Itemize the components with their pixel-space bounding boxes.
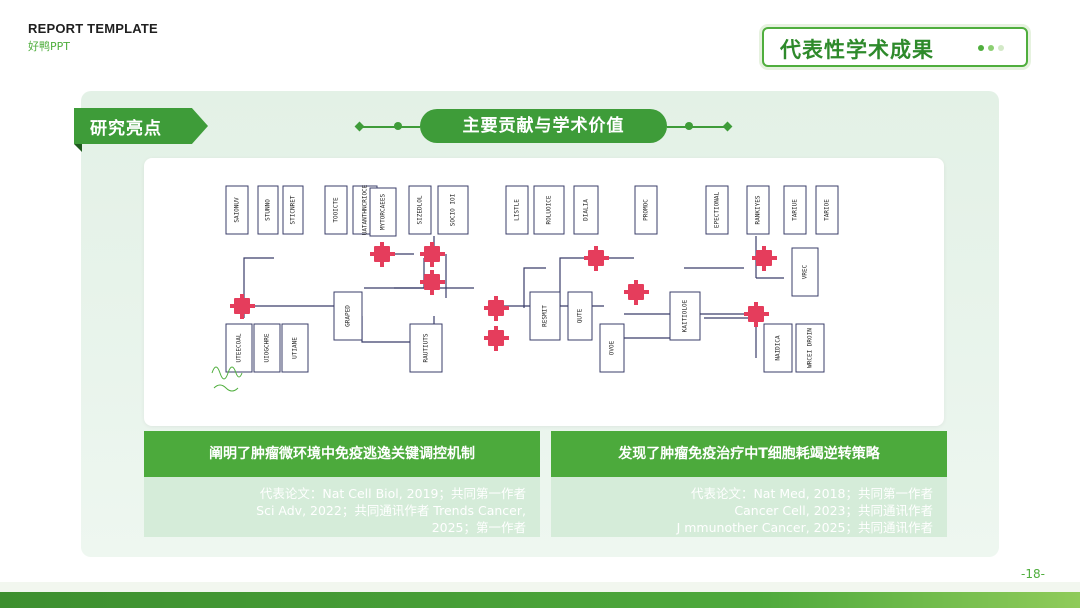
diagram-junction-marker (370, 242, 395, 267)
diagram-node-label: PROMOC (643, 199, 650, 221)
section-tag-label: 研究亮点 (90, 119, 162, 139)
diagram-node-label: ROLUOICE (546, 195, 553, 224)
report-title: REPORT TEMPLATE (28, 21, 158, 36)
diagram-node-label: RANKIYES (755, 195, 762, 224)
diagram-node-label: EPECTIONAL (714, 192, 721, 229)
diagram-node-label: RESMIT (542, 305, 549, 327)
card-1-body: 代表论文：Nat Cell Biol, 2019；共同第一作者 Sci Adv,… (144, 477, 540, 537)
diagram-junction-marker (230, 294, 255, 319)
slide-title-box: 代表性学术成果 (762, 27, 1028, 67)
diagram-connector-line (361, 316, 414, 343)
diagram-node-label: GRAPED (345, 305, 352, 327)
signature-scribble (211, 366, 243, 392)
diagram-junction-marker (420, 270, 445, 295)
diagram-junction-marker (420, 242, 445, 267)
flow-diagram: SAIONUV STUNNO STICNRET TOOICTE UATANTHNCRIO… (211, 184, 839, 392)
diagram-node-label: SOCIO IOI (450, 193, 457, 226)
diagram-node-label: SAIONUV (234, 197, 241, 223)
card-2-body: 代表论文：Nat Med, 2018；共同第一作者 Cancer Cell, 2… (551, 477, 947, 537)
diagram-connector-line (559, 257, 584, 306)
diagram-node: PROMOC (634, 185, 658, 235)
card-1-line: 2025；第一作者 (431, 520, 526, 535)
diagram-node-label: UTEECOAL (236, 333, 243, 362)
diagram-node: EPECTIONAL (705, 185, 729, 235)
diagram-node-label: TOOICTE (333, 197, 340, 223)
card-2-title: 发现了肿瘤免疫治疗中T细胞耗竭逆转策略 (551, 431, 947, 477)
diagram-node: TOOICTE (324, 185, 348, 235)
title-dots-decoration (978, 45, 1004, 51)
diagram-node: TARIOE (815, 185, 839, 235)
diagram-node: ROLUOICE (533, 185, 565, 235)
diagram-node-label: VREC (802, 264, 809, 279)
right-line-decoration (667, 126, 727, 128)
diagram-junction-marker (484, 296, 509, 321)
diagram-node: LISTLE (505, 185, 529, 235)
diagram-node-label: STICNRET (290, 195, 297, 224)
diagram-node: STUNNO (257, 185, 279, 235)
diagram-node-label: UTIANE (292, 337, 299, 359)
footer-band (0, 582, 1080, 592)
diagram-junction-marker (584, 246, 609, 271)
diagram-connector-line (364, 258, 425, 289)
diagram-node: UTIANE (281, 323, 309, 373)
page-number: -18- (1021, 567, 1045, 581)
diagram-node-label: TARIUE (792, 199, 799, 221)
diagram-node: STICNRET (282, 185, 304, 235)
diagram-node-label: UATANTHNCRIOCE (362, 184, 369, 235)
diagram-node-label: SIZEDLOL (417, 195, 424, 224)
left-line-decoration (362, 126, 420, 128)
diagram-junction-marker (624, 280, 649, 305)
card-1-line: 代表论文：Nat Cell Biol, 2019；共同第一作者 (259, 486, 526, 501)
diagram-node-label: LISTLE (514, 199, 521, 221)
card-2-line: 代表论文：Nat Med, 2018；共同第一作者 (690, 486, 933, 501)
diagram-node: WRCEI DROIN (795, 323, 825, 373)
section-tag-fold (74, 144, 82, 152)
diagram-node-label: DIALIA (583, 199, 590, 221)
diagram-connector-line (523, 267, 546, 308)
diagram-node: GRAPED (333, 291, 363, 341)
card-1-line: Sci Adv, 2022；共同通讯作者 Trends Cancer, (256, 503, 526, 518)
diagram-node: QUTE (567, 291, 593, 341)
brand-label: 好鸭PPT (28, 40, 70, 53)
diagram-node: DIALIA (573, 185, 599, 235)
diagram-node: SOCIO IOI (437, 185, 469, 235)
section-tag: 研究亮点 (74, 108, 208, 144)
diagram-junction-marker (752, 246, 777, 271)
diagram-card: SAIONUV STUNNO STICNRET TOOICTE UATANTHNCRIO… (144, 158, 944, 426)
diagram-node: SIZEDLOL (408, 185, 432, 235)
diagram-node: NAIDICA (763, 323, 793, 373)
diagram-junction-marker (744, 302, 769, 327)
diagram-node-label: NAIDICA (775, 335, 782, 361)
diagram-node: SAIONUV (225, 185, 249, 235)
right-dot-decoration (685, 122, 693, 130)
diagram-connector-line (243, 257, 274, 306)
diagram-node-label: WRCEI DROIN (807, 328, 814, 368)
diagram-node: RANKIYES (746, 185, 770, 235)
diagram-node-label: UIOGCHRE (264, 333, 271, 362)
left-dot-decoration (394, 122, 402, 130)
diagram-node: KAITIOLOE (669, 291, 701, 341)
diagram-node-label: MYTORCAEES (380, 194, 387, 231)
section-heading: 主要贡献与学术价值 (420, 109, 667, 143)
diagram-node: RESMIT (529, 291, 561, 341)
card-2-line: J mmunother Cancer, 2025；共同通讯作者 (676, 520, 933, 535)
diagram-node-label: RAUTIUTS (423, 333, 430, 362)
diagram-node: UIOGCHRE (253, 323, 281, 373)
diagram-node: VREC (791, 247, 819, 297)
diagram-node: UTEECOAL (225, 323, 253, 373)
diagram-node: TARIUE (783, 185, 807, 235)
diagram-node-label: OVOE (609, 340, 616, 355)
diagram-node: OVOE (599, 323, 625, 373)
diagram-junction-marker (484, 326, 509, 351)
diagram-node-label: TARIOE (824, 199, 831, 221)
diagram-node-label: KAITIOLOE (682, 299, 689, 332)
diagram-node-label: STUNNO (265, 199, 272, 221)
diagram-node: RAUTIUTS (409, 323, 443, 373)
slide-title: 代表性学术成果 (780, 38, 934, 62)
footer-bar (0, 592, 1080, 608)
diagram-node-label: QUTE (577, 308, 584, 323)
card-1-title: 阐明了肿瘤微环境中免疫逃逸关键调控机制 (144, 431, 540, 477)
card-2-line: Cancer Cell, 2023；共同通讯作者 (734, 503, 933, 518)
diagram-node: MYTORCAEES (369, 187, 397, 237)
